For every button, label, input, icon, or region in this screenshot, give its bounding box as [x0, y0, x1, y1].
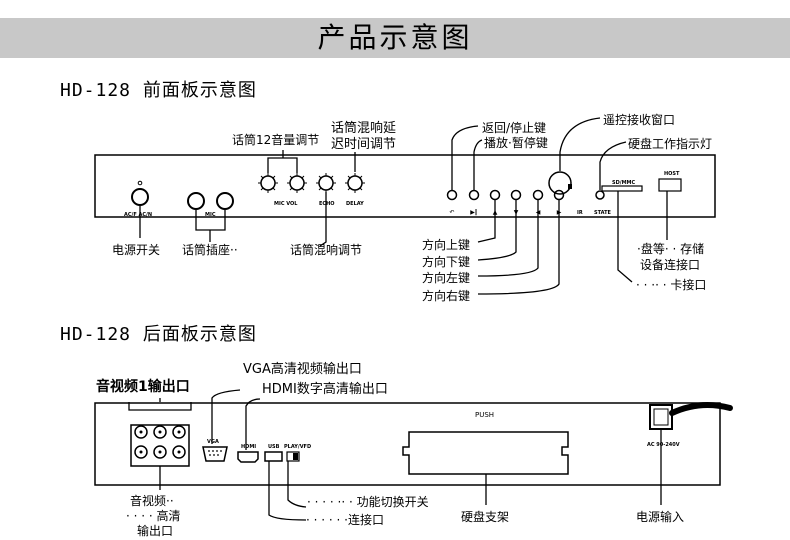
- power-indicator: [137, 180, 143, 186]
- label-right-key: 方向右键: [422, 289, 471, 303]
- label-hdmi-output: HDMI数字高清输出口: [262, 382, 388, 397]
- label-card-port: · · ·· · 卡接口: [636, 278, 707, 292]
- label-usb-storage-1: ·盘等· · 存储: [637, 242, 705, 256]
- label-vga-output: VGA高清视频输出口: [243, 362, 362, 377]
- rear-panel: [94, 402, 721, 486]
- label-function-switch: · · · · ·· · 功能切换开关: [307, 495, 429, 509]
- mic1-volume-knob: [260, 175, 276, 191]
- micvol-panel-mark: MIC VOL: [274, 201, 298, 207]
- label-mic-echo: 话筒混响调节: [290, 243, 363, 257]
- label-up-key: 方向上键: [422, 238, 471, 252]
- host-panel-mark: HOST: [664, 171, 680, 177]
- down-button: [510, 189, 522, 201]
- label-hdd-bracket: 硬盘支架: [461, 510, 510, 524]
- label-remote-window: 遥控接收窗口: [603, 113, 676, 127]
- av-jack: [153, 425, 167, 439]
- return-stop-button: [446, 189, 458, 201]
- label-return-stop: 返回/停止键: [482, 121, 547, 135]
- sdmmc-panel-mark: SD/MMC: [612, 180, 636, 186]
- av-jack: [172, 425, 186, 439]
- av-jack: [134, 425, 148, 439]
- hdmi-panel-mark: HDMI: [241, 444, 256, 450]
- label-usb-storage-2: 设备连接口: [640, 258, 701, 272]
- delay-knob: [347, 175, 363, 191]
- hdd-bracket: [402, 431, 569, 475]
- usb-port: [264, 451, 283, 462]
- mic-jack-2: [216, 192, 234, 210]
- av-jack: [172, 445, 186, 459]
- state-indicator: [595, 190, 605, 200]
- label-mic-echo-delay-2: 迟时间调节: [331, 137, 397, 152]
- sdmmc-slot: [601, 185, 643, 192]
- function-switch: [286, 451, 300, 462]
- right-button: [553, 189, 565, 201]
- usb-panel-mark: USB: [268, 444, 280, 450]
- delay-panel-mark: DELAY: [346, 201, 364, 207]
- page-title: 产品示意图: [317, 21, 473, 54]
- label-mic-volume: 话筒12音量调节: [232, 133, 320, 147]
- av-jack: [153, 445, 167, 459]
- mic-panel-mark: MIC: [205, 212, 216, 218]
- up-button: [489, 189, 501, 201]
- label-power-switch: 电源开关: [112, 243, 161, 257]
- usb-host-port: [658, 178, 682, 192]
- play-pause-icon: ▶‖: [470, 209, 478, 216]
- ir-panel-mark: IR: [577, 210, 583, 216]
- av-jack: [134, 445, 148, 459]
- label-av-hd-1: 音视频··: [130, 494, 174, 508]
- ir-window: [548, 171, 572, 195]
- vga-port: [202, 446, 228, 462]
- label-down-key: 方向下键: [422, 255, 471, 269]
- label-av-hd-3: 输出口: [137, 524, 174, 538]
- label-usb-port: · · · · · ·连接口: [306, 513, 384, 527]
- echo-knob: [318, 175, 334, 191]
- ir-led: [568, 184, 572, 189]
- front-section-title: HD-128 前面板示意图: [60, 80, 257, 101]
- hdmi-port: [237, 451, 259, 463]
- label-av-hd-2: · · · · 高清: [126, 509, 181, 523]
- label-mic-jacks: 话筒插座··: [182, 243, 238, 257]
- vga-panel-mark: VGA: [207, 439, 219, 445]
- label-left-key: 方向左键: [422, 271, 471, 285]
- play-pause-button: [468, 189, 480, 201]
- rear-section-title: HD-128 后面板示意图: [60, 324, 257, 345]
- push-panel-mark: PUSH: [475, 411, 494, 419]
- label-av1-output: 音视频1输出口: [96, 379, 190, 395]
- state-panel-mark: STATE: [594, 210, 612, 216]
- front-panel: [94, 154, 716, 218]
- left-button: [532, 189, 544, 201]
- label-mic-echo-delay-1: 话筒混响延: [331, 121, 397, 136]
- power-cord: [669, 401, 733, 416]
- label-hdd-indicator: 硬盘工作指示灯: [628, 137, 713, 151]
- mic2-volume-knob: [289, 175, 305, 191]
- label-play-pause: 播放·暂停键: [484, 136, 548, 150]
- power-button: [131, 188, 149, 206]
- return-icon: ↶: [449, 209, 454, 216]
- playvfd-panel-mark: PLAY/VFD: [284, 444, 311, 450]
- title-bar: [0, 18, 790, 58]
- mic-jack-1: [187, 192, 205, 210]
- power-panel-mark: AC/F AC/N: [124, 212, 152, 218]
- ac-panel-mark: AC 90-240V: [647, 442, 680, 448]
- label-power-input: 电源输入: [636, 510, 685, 524]
- echo-panel-mark: ECHO: [319, 201, 335, 207]
